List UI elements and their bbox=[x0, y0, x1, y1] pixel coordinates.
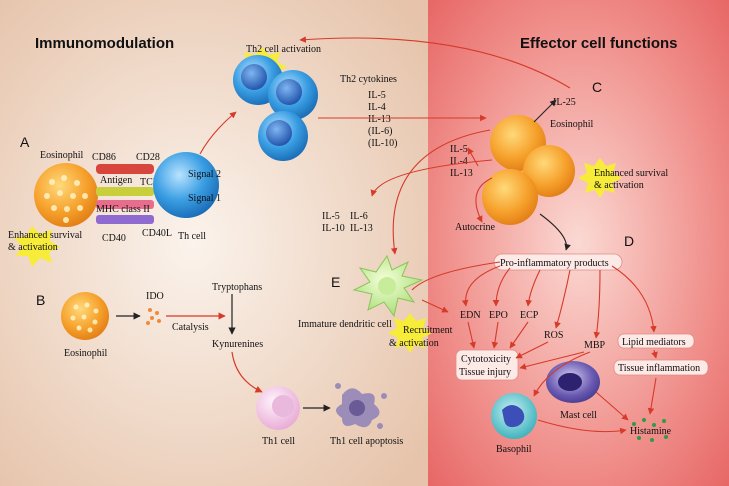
cd28-label: CD28 bbox=[136, 152, 160, 163]
recruitment-star bbox=[388, 313, 432, 353]
tryptophans-label: Tryptophans bbox=[212, 282, 262, 293]
th2-cytokine-il5: IL-5 bbox=[368, 90, 386, 101]
ecp-label: ECP bbox=[520, 310, 539, 321]
cd40l-label: CD40L bbox=[142, 228, 172, 239]
th2-cytokine-il4: IL-4 bbox=[368, 102, 386, 113]
basophil-label: Basophil bbox=[496, 444, 532, 455]
epo-label: EPO bbox=[489, 310, 508, 321]
dendritic-cell-label: Immature dendritic cell bbox=[298, 319, 392, 330]
catalysis-label: Catalysis bbox=[172, 322, 209, 333]
mhc-class-ii-label: MHC class II bbox=[96, 204, 150, 215]
eosinophil-b-label: Eosinophil bbox=[64, 348, 108, 359]
enhanced-star-c bbox=[578, 158, 622, 198]
eosinophil-b bbox=[61, 292, 109, 340]
panel-label-d: D bbox=[624, 233, 634, 249]
panel-label-c: C bbox=[592, 79, 602, 95]
th1-cell-label: Th1 cell bbox=[262, 436, 295, 447]
signal-1-label: Signal 1 bbox=[188, 193, 221, 204]
e-cytokine-il6: IL-6 bbox=[350, 211, 368, 222]
pathway-arrows bbox=[199, 36, 658, 435]
e-cytokine-il13: IL-13 bbox=[350, 223, 373, 234]
antigen-label: Antigen bbox=[100, 175, 132, 186]
tcr-label: TCR bbox=[140, 177, 160, 188]
effector-background bbox=[428, 0, 729, 486]
th2-activation-label: Th2 cell activation bbox=[246, 44, 321, 55]
enhanced-a-line2: & activation bbox=[8, 242, 58, 253]
mast-cell bbox=[546, 361, 600, 403]
eosinophil-a-label: Eosinophil bbox=[40, 150, 84, 161]
enhanced-a-line1: Enhanced survival bbox=[8, 230, 82, 241]
panel-label-a: A bbox=[20, 134, 30, 150]
cytotoxicity-label: Cytotoxicity bbox=[461, 354, 511, 365]
th2-cells bbox=[233, 55, 318, 161]
th-cell-label: Th cell bbox=[178, 231, 206, 242]
th2-cytokines-title: Th2 cytokines bbox=[340, 74, 397, 85]
cd86-label: CD86 bbox=[92, 152, 116, 163]
recruitment-line1: Recruitment bbox=[403, 325, 453, 336]
lipid-mediators-box bbox=[617, 333, 695, 349]
histamine-granules bbox=[632, 418, 668, 442]
th-cell bbox=[153, 152, 219, 218]
il25-label: IL-25 bbox=[553, 97, 576, 108]
tissue-inflammation-label: Tissue inflammation bbox=[618, 363, 700, 374]
cd40-bridge bbox=[96, 215, 154, 224]
eosinophil-c-label: Eosinophil bbox=[550, 119, 594, 130]
black-arrows bbox=[533, 99, 571, 251]
panel-label-b: B bbox=[36, 292, 45, 308]
immature-dendritic-cell bbox=[352, 254, 424, 318]
header-immunomodulation: Immunomodulation bbox=[35, 35, 174, 52]
th1-apoptosis-label: Th1 cell apoptosis bbox=[330, 436, 403, 447]
th2-cytokine-il13: IL-13 bbox=[368, 114, 391, 125]
recruitment-line2: & activation bbox=[389, 338, 439, 349]
edn-label: EDN bbox=[460, 310, 481, 321]
pro-inflammatory-box bbox=[493, 253, 623, 271]
autocrine-il4: IL-4 bbox=[450, 156, 468, 167]
cd40-label: CD40 bbox=[102, 233, 126, 244]
ido-label: IDO bbox=[146, 291, 164, 302]
e-cytokine-il10: IL-10 bbox=[322, 223, 345, 234]
eosinophils-c bbox=[482, 115, 575, 225]
arrow-kyn-to-th1 bbox=[231, 351, 263, 393]
th2-cytokine-il6: (IL-6) bbox=[368, 126, 392, 137]
ros-label: ROS bbox=[544, 330, 563, 341]
kynurenines-label: Kynurenines bbox=[212, 339, 263, 350]
basophil bbox=[491, 393, 537, 439]
pro-inflammatory-label: Pro-inflammatory products bbox=[500, 258, 609, 269]
autocrine-il13: IL-13 bbox=[450, 168, 473, 179]
header-effector-functions: Effector cell functions bbox=[520, 35, 678, 52]
enhanced-c-line1: Enhanced survival bbox=[594, 168, 668, 179]
ido-granules bbox=[146, 308, 161, 325]
tissue-inflammation-box bbox=[613, 359, 709, 376]
histamine-label: Histamine bbox=[630, 426, 672, 437]
th2-cytokine-il10: (IL-10) bbox=[368, 138, 397, 149]
cytotoxicity-box bbox=[455, 349, 519, 381]
cd86-cd28-bridge bbox=[96, 164, 154, 174]
autocrine-il5: IL-5 bbox=[450, 144, 468, 155]
th1-apoptotic-cell bbox=[335, 383, 387, 429]
tissue-injury-label: Tissue injury bbox=[459, 367, 511, 378]
e-cytokine-il5: IL-5 bbox=[322, 211, 340, 222]
mhc-bridge bbox=[96, 200, 154, 209]
autocrine-label: Autocrine bbox=[455, 222, 496, 233]
lipid-mediators-label: Lipid mediators bbox=[622, 337, 686, 348]
mbp-label: MBP bbox=[584, 340, 606, 351]
th1-cell bbox=[256, 386, 300, 430]
mast-cell-label: Mast cell bbox=[560, 410, 597, 421]
enhanced-c-line2: & activation bbox=[594, 180, 644, 191]
enhanced-star-a bbox=[14, 226, 60, 267]
panel-label-e: E bbox=[331, 274, 340, 290]
signal-2-label: Signal 2 bbox=[188, 169, 221, 180]
antigen-bridge bbox=[96, 187, 154, 196]
eosinophil-a bbox=[34, 163, 98, 227]
